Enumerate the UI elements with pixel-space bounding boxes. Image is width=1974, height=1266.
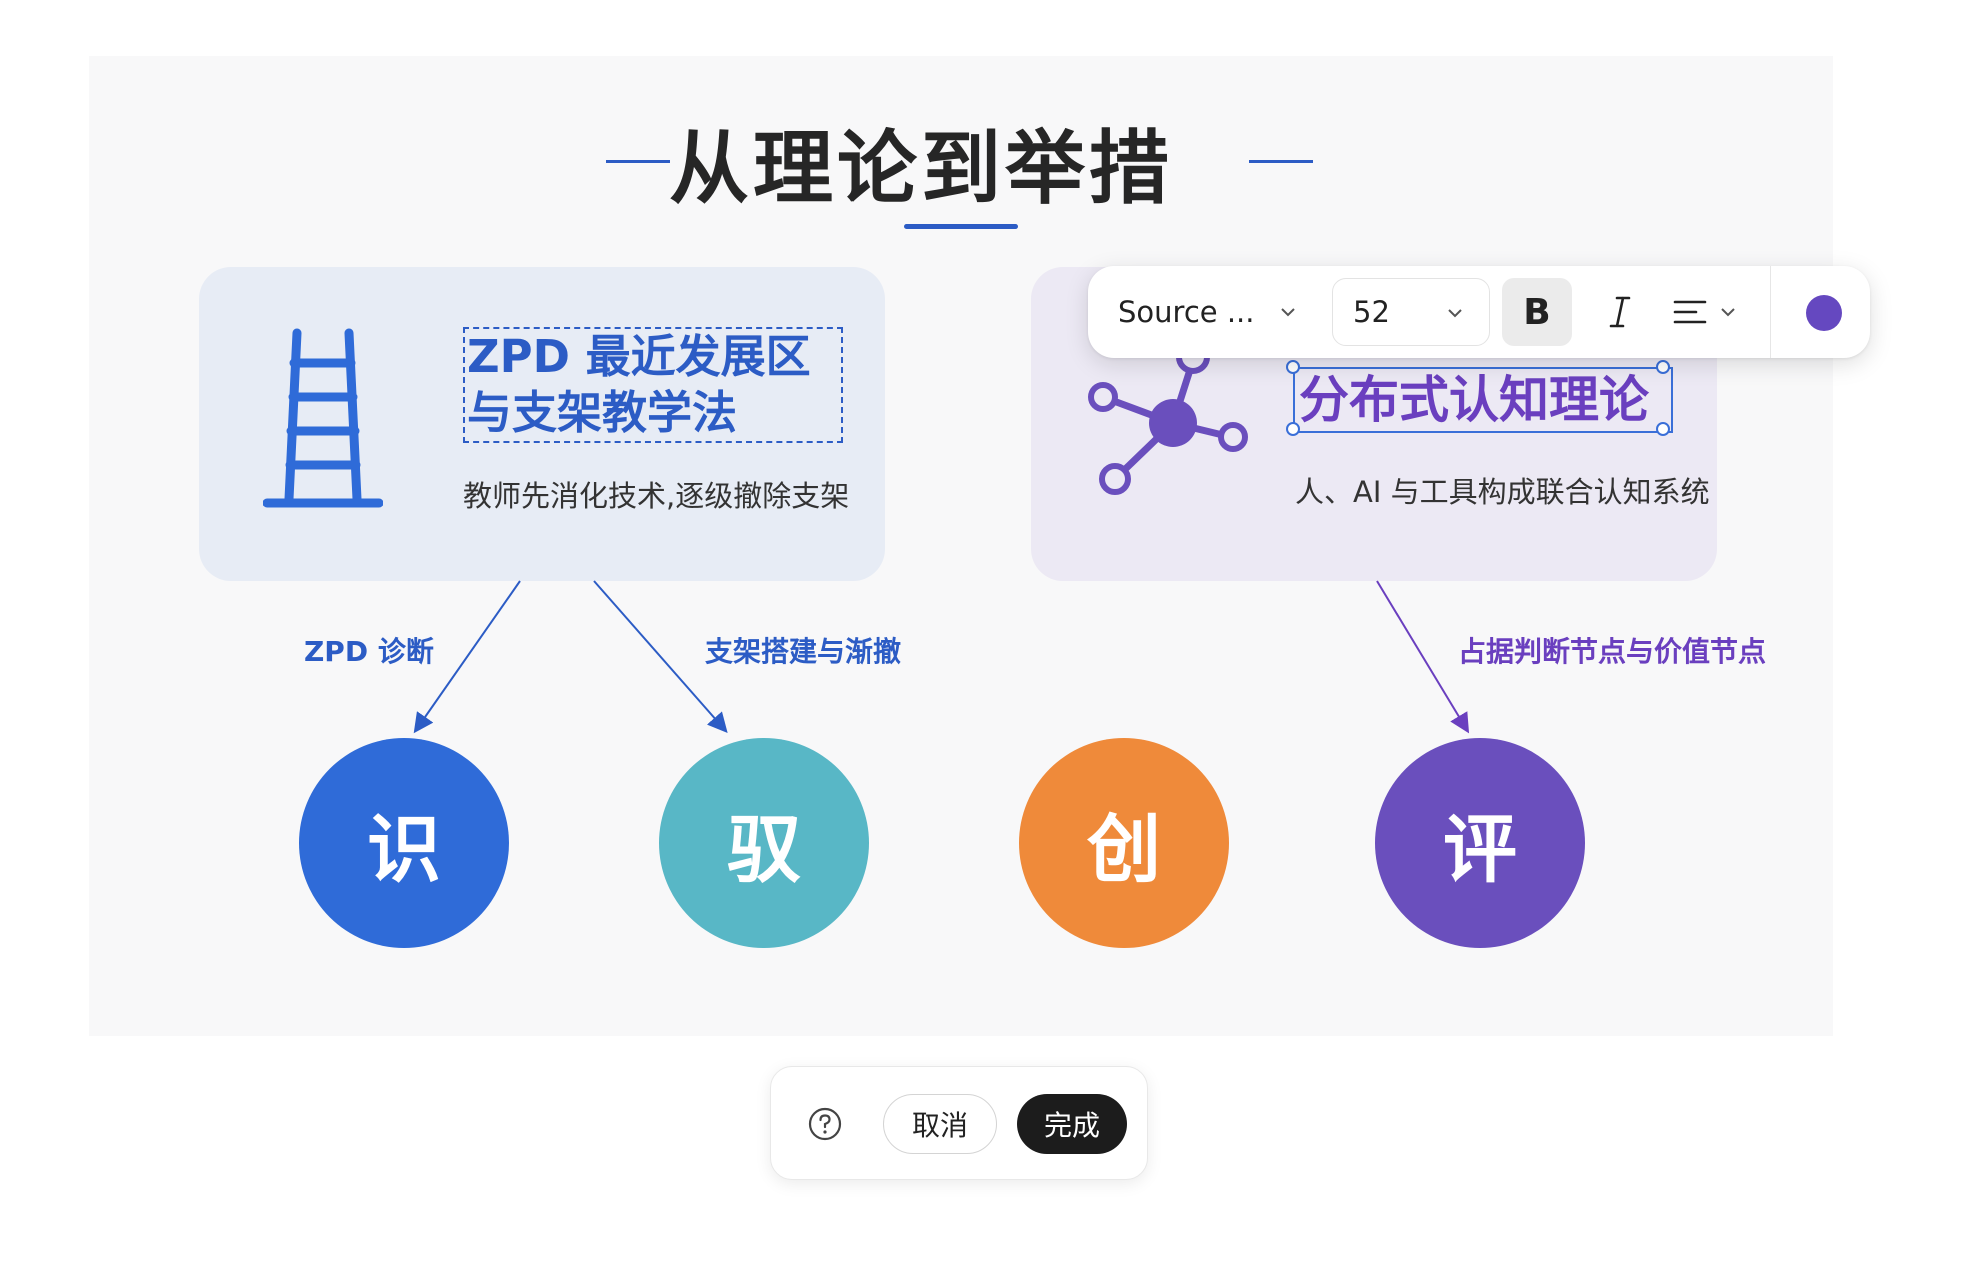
title-deco-right <box>1249 160 1313 163</box>
text-format-toolbar: Source ... 52 B <box>1088 266 1870 358</box>
ladder-icon <box>263 328 383 508</box>
chevron-down-icon <box>1448 309 1462 318</box>
done-button[interactable]: 完成 <box>1017 1094 1127 1154</box>
toolbar-divider <box>1770 266 1771 358</box>
network-icon <box>1088 340 1248 495</box>
title-area: 从理论到举措 <box>89 56 1833 256</box>
zpd-heading-line1: ZPD 最近发展区 <box>467 330 811 383</box>
zpd-heading-textbox[interactable]: ZPD 最近发展区 与支架教学法 <box>463 327 843 443</box>
align-left-icon <box>1673 300 1707 324</box>
chevron-down-icon <box>1721 308 1735 317</box>
slide-canvas: 从理论到举措 ZPD 最近发展区 与支架教学法 教师先消化技术,逐级撤除支架 <box>89 56 1833 1036</box>
slide-title[interactable]: 从理论到举措 <box>669 122 1173 215</box>
resize-handle-br[interactable] <box>1656 422 1670 436</box>
edge-label-scaffold[interactable]: 支架搭建与渐撤 <box>705 635 902 668</box>
resize-handle-tr[interactable] <box>1656 360 1670 374</box>
resize-handle-bl[interactable] <box>1286 422 1300 436</box>
zpd-subtitle[interactable]: 教师先消化技术,逐级撤除支架 <box>463 479 850 513</box>
edge-label-judgment[interactable]: 占据判断节点与价值节点 <box>1458 635 1767 668</box>
chevron-down-icon <box>1281 308 1295 317</box>
circle-shi[interactable]: 识 <box>299 738 509 948</box>
help-icon[interactable] <box>807 1106 843 1142</box>
edit-action-bar: 取消 完成 <box>770 1066 1148 1180</box>
zpd-heading-line2: 与支架教学法 <box>467 386 738 439</box>
font-family-dropdown[interactable]: Source ... <box>1118 288 1308 336</box>
distributed-heading-textbox[interactable]: 分布式认知理论 <box>1293 367 1673 433</box>
title-deco-left <box>606 160 670 163</box>
text-color-swatch[interactable] <box>1806 295 1842 331</box>
bold-button[interactable]: B <box>1502 278 1572 346</box>
italic-button[interactable] <box>1588 278 1652 346</box>
zpd-card[interactable]: ZPD 最近发展区 与支架教学法 教师先消化技术,逐级撤除支架 <box>199 267 885 581</box>
italic-icon <box>1609 296 1631 328</box>
title-underline <box>904 224 1018 229</box>
circle-chuang[interactable]: 创 <box>1019 738 1229 948</box>
align-dropdown[interactable] <box>1662 278 1752 346</box>
font-family-value: Source ... <box>1118 295 1255 329</box>
font-size-dropdown[interactable]: 52 <box>1332 278 1490 346</box>
resize-handle-tl[interactable] <box>1286 360 1300 374</box>
distributed-subtitle[interactable]: 人、AI 与工具构成联合认知系统 <box>1295 475 1710 509</box>
font-size-value: 52 <box>1353 295 1390 329</box>
circle-ping[interactable]: 评 <box>1375 738 1585 948</box>
edge-label-zpd-diagnosis[interactable]: ZPD 诊断 <box>304 635 434 668</box>
circle-yu[interactable]: 驭 <box>659 738 869 948</box>
cancel-button[interactable]: 取消 <box>883 1094 997 1154</box>
arrow-judgment <box>1376 580 1470 734</box>
